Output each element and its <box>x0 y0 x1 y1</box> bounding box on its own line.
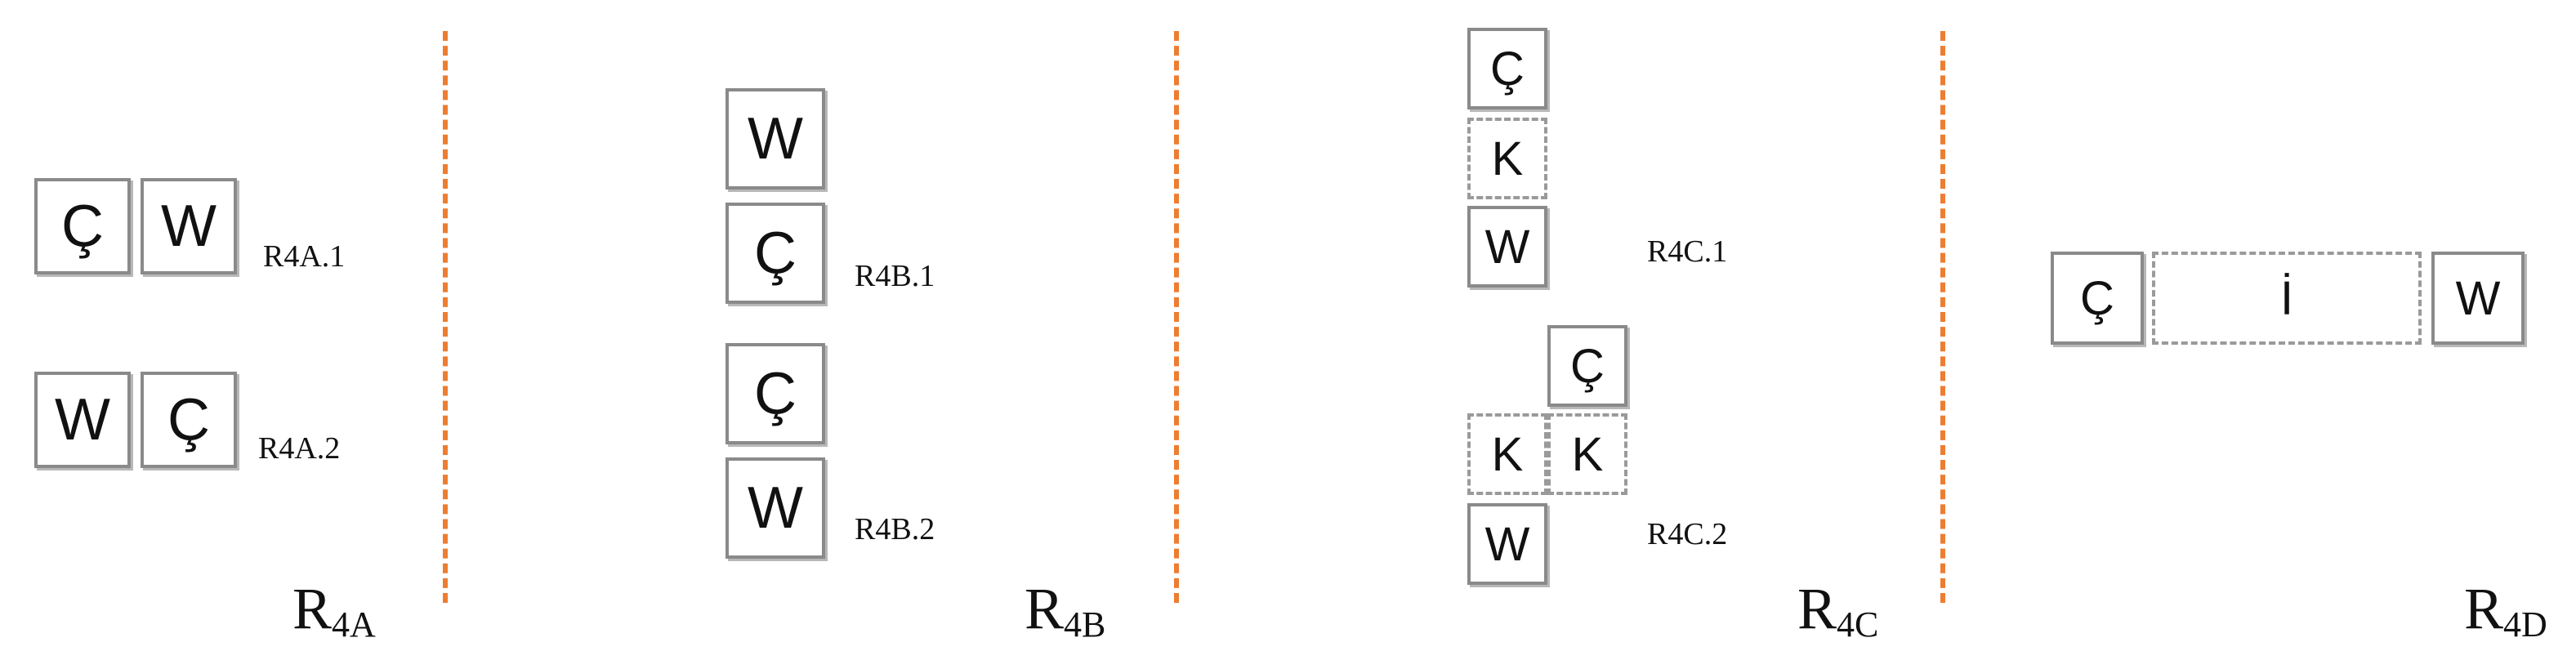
panel-title-sub: 4A <box>332 604 376 644</box>
panel-divider <box>1940 31 1945 603</box>
tile-c-r4b2: Ç <box>725 343 825 444</box>
tile-text: W <box>2455 271 2501 325</box>
label-r4a2: R4A.2 <box>258 431 341 466</box>
tile-text: K <box>1491 132 1524 185</box>
tile-text: Ç <box>1570 339 1605 393</box>
tile-text: K <box>1571 427 1604 481</box>
tile-text: Ç <box>167 387 210 453</box>
tile-text: W <box>161 194 217 259</box>
panel-title-r4a: R4A <box>292 575 376 644</box>
tile-c-r4a2: Ç <box>141 372 237 468</box>
panel-title-sub: 4D <box>2503 604 2547 644</box>
tile-k-r4c1: K <box>1467 118 1547 199</box>
tile-w-r4d: W <box>2431 252 2525 345</box>
tile-text: İ <box>2279 271 2294 325</box>
tile-k-r4c2-right: K <box>1547 413 1627 495</box>
tile-c-r4c2: Ç <box>1547 325 1627 407</box>
tile-w-r4b1: W <box>725 88 825 190</box>
tile-text: W <box>1484 517 1530 571</box>
panel-title-r4d: R4D <box>2464 575 2547 644</box>
panel-title-main: R <box>2464 576 2504 641</box>
tile-text: W <box>748 475 803 541</box>
tile-text: Ç <box>754 361 797 426</box>
tile-c-r4b1: Ç <box>725 203 825 304</box>
panel-title-sub: 4C <box>1837 604 1879 644</box>
tile-w-r4a2: W <box>34 372 131 468</box>
label-r4b2: R4B.2 <box>855 512 935 546</box>
tile-w-r4a1: W <box>141 178 237 274</box>
label-r4c2: R4C.2 <box>1647 517 1728 551</box>
tile-text: W <box>55 387 110 453</box>
tile-c-r4a1: Ç <box>34 178 131 274</box>
panel-title-r4c: R4C <box>1797 575 1879 644</box>
panel-title-main: R <box>1797 576 1837 641</box>
tile-text: Ç <box>61 194 104 259</box>
panel-divider <box>1174 31 1179 603</box>
tile-text: W <box>1484 220 1530 274</box>
panel-divider <box>443 31 448 603</box>
panel-title-main: R <box>292 576 333 641</box>
tile-text: Ç <box>1490 42 1525 96</box>
label-r4a1: R4A.1 <box>263 239 346 274</box>
panel-title-sub: 4B <box>1064 604 1106 644</box>
tile-w-r4c1: W <box>1467 206 1547 288</box>
tile-i-r4d: İ <box>2152 252 2422 345</box>
tile-w-r4c2: W <box>1467 503 1547 585</box>
panel-title-main: R <box>1025 576 1065 641</box>
panel-title-r4b: R4B <box>1025 575 1106 644</box>
tile-w-r4b2: W <box>725 457 825 559</box>
tile-c-r4d: Ç <box>2051 252 2144 345</box>
label-r4c1: R4C.1 <box>1647 234 1728 269</box>
label-r4b1: R4B.1 <box>855 259 935 293</box>
tile-text: Ç <box>2080 271 2114 325</box>
tile-k-r4c2-left: K <box>1467 413 1547 495</box>
tile-text: Ç <box>754 221 797 286</box>
tile-c-r4c1: Ç <box>1467 28 1547 109</box>
tile-text: K <box>1491 427 1524 481</box>
tile-text: W <box>748 106 803 172</box>
